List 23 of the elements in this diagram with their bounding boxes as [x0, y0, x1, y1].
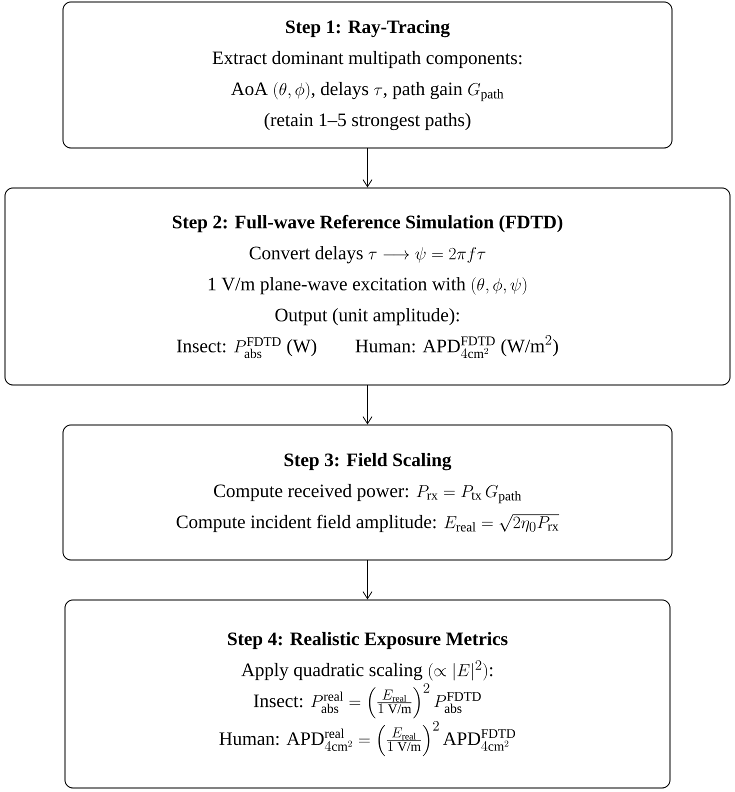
formula-line: $\text{AoA }(\theta, \phi)\text{, delays }\tau\text{, path gain }G_{\text{path}}$ [231, 82, 504, 102]
step-heading: Step 1: Ray-Tracing [286, 20, 450, 38]
arrow [362, 385, 372, 424]
body-text: (retain 1–5 strongest paths) [264, 112, 470, 130]
body-text: Output (unit amplitude): [275, 308, 459, 326]
formula-line: $\text{Apply quadratic scaling }(\propto |E|^2)\text{:}$ [241, 660, 492, 680]
process-box [62, 2, 672, 148]
formula-line: $\text{Insect: }P_{\text{abs}}^{\text{FDTD}}\text{ (W)}\qquad\text{Human: APD}_{4\text{cm}^2}^{\text{FDTD}}\text{ (W/m}^2\text{)}$ [176, 335, 558, 358]
step-heading: Step 3: Field Scaling [284, 452, 452, 470]
formula-line: $\text{Compute incident field amplitude: }E_{\text{real}} = \sqrt{2\eta_0 P_{\text{rx}}}$ [176, 514, 560, 532]
arrow [362, 560, 372, 600]
step-heading: Step 4: Realistic Exposure Metrics [228, 632, 508, 650]
process-box [62, 424, 672, 560]
process-box [64, 600, 670, 788]
formula-line: $\text{Insect: }P_{\text{abs}}^{\text{real}} = \left(\frac{E_{\text{real}}}{1\text{ V/m}}\right)^2 P_{\text{abs}}^{\text{FDTD}}$ [254, 683, 481, 718]
arrow [362, 148, 372, 188]
body-text: Extract dominant multipath components: [212, 50, 522, 68]
formula-line: $\text{Human: APD}_{4\text{cm}^2}^{\text{real}} = \left(\frac{E_{\text{real}}}{1\text{ V/m}}\right)^2 \text{APD}_{4\text{cm}^2}^{\text{FDTD}}$ [219, 721, 516, 756]
formula-line: $\text{Convert delays }\tau \longrightarrow \psi = 2\pi f \tau$ [250, 246, 486, 264]
formula-line: $\text{Compute received power: }P_{\text{rx}} = P_{\text{tx}}\,G_{\text{path}}$ [214, 484, 522, 504]
formula-line: $\text{1 V/m plane-wave excitation with }(\theta, \phi, \psi)$ [208, 277, 526, 295]
step-heading: Step 2: Full-wave Reference Simulation (FDTD) [172, 214, 562, 232]
process-box [4, 188, 730, 386]
